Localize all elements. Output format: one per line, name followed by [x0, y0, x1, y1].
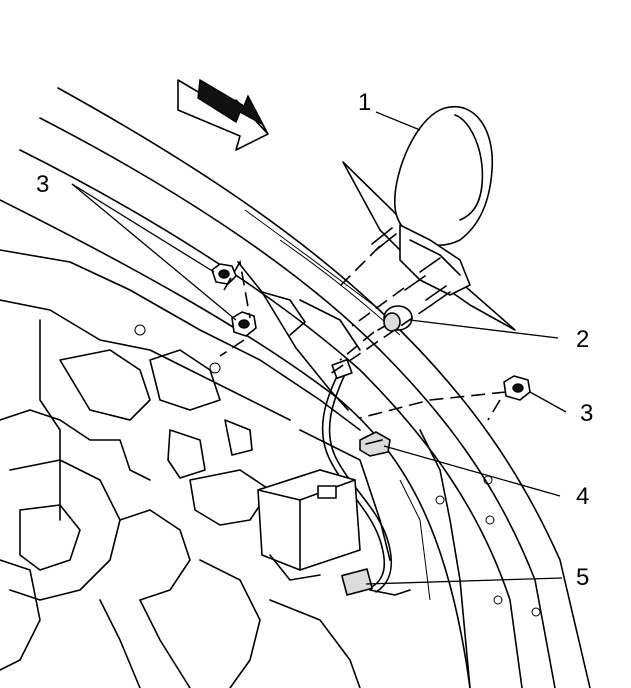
callout-4: 4: [576, 483, 589, 510]
callout-5: 5: [576, 564, 589, 591]
callout-1: 1: [358, 89, 371, 116]
leader-lines: [71, 111, 567, 585]
mirror-nut-right: [503, 375, 531, 401]
callout-3-right: 3: [580, 400, 593, 427]
callout-2: 2: [576, 326, 589, 353]
mirror-grommet: [377, 305, 413, 332]
outside-mirror: [342, 105, 516, 331]
mirror-nut-lower-left: [231, 311, 257, 337]
callout-3-left: 3: [36, 171, 49, 198]
installation-guides: [219, 245, 507, 421]
direction-arrow-icon: [177, 78, 269, 151]
mirror-harness: [321, 358, 411, 596]
mirror-nut-upper-left: [211, 263, 237, 285]
retainer-clip: [359, 431, 391, 457]
door-module: [257, 469, 361, 581]
inner-door-panel: [0, 249, 541, 688]
mirror-studs: [371, 227, 451, 307]
